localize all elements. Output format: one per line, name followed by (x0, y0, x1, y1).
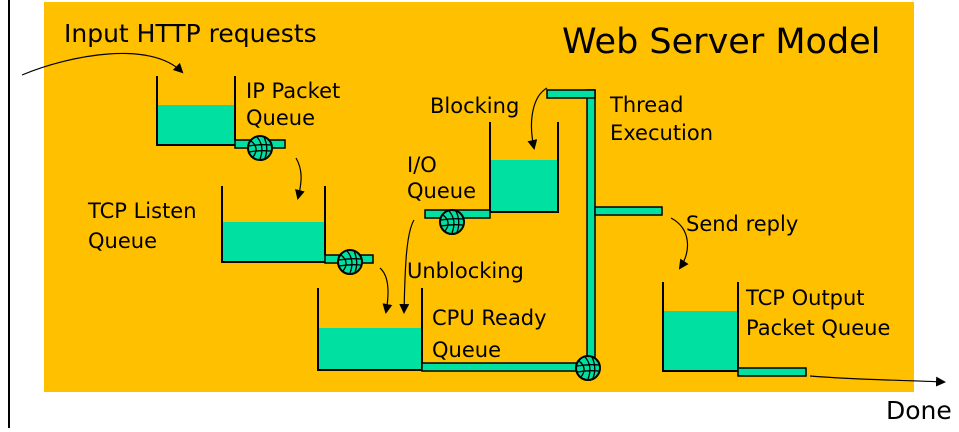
io-queue-label-1: I/O (407, 153, 437, 177)
ip-packet-queue-label-2: Queue (246, 106, 315, 130)
done-label: Done (886, 396, 952, 425)
tcp-listen-queue-label-2: Queue (88, 229, 157, 253)
tcp-listen-queue-tank (221, 186, 374, 264)
done-arrow (809, 375, 946, 387)
tcp-listen-valve-icon (337, 249, 363, 275)
diagram-title: Web Server Model (562, 22, 881, 62)
ip-to-listen-arrow (295, 157, 305, 200)
cpu-ready-queue-label-2: Queue (432, 338, 501, 362)
io-queue-label-2: Queue (407, 179, 476, 203)
tcp-output-queue-label-1: TCP Output (746, 286, 865, 310)
unblocking-arrow (399, 219, 415, 314)
thread-execution-label-2: Execution (610, 121, 714, 145)
input-arrow (21, 52, 184, 76)
listen-to-cpu-arrow (379, 267, 393, 314)
input-label: Input HTTP requests (64, 19, 317, 48)
cpu-ready-queue-tank (317, 288, 588, 372)
ip-queue-valve-icon (247, 135, 273, 161)
tcp-output-queue-tank (662, 282, 807, 377)
thread-execution-label-1: Thread (610, 93, 684, 117)
tcp-listen-queue-label-1: TCP Listen (88, 199, 197, 223)
ip-packet-queue-label-1: IP Packet (246, 79, 341, 103)
blocking-arrow (527, 87, 548, 150)
tcp-output-queue-label-2: Packet Queue (746, 316, 891, 340)
send-reply-arrow (670, 217, 689, 270)
blocking-label: Blocking (430, 94, 520, 118)
cpu-ready-queue-label-1: CPU Ready (432, 306, 547, 330)
cpu-ready-valve-icon (575, 355, 601, 381)
io-queue-valve-icon (439, 209, 465, 235)
background-panel (44, 2, 914, 392)
unblocking-label: Unblocking (407, 259, 524, 283)
send-reply-label: Send reply (686, 212, 799, 236)
